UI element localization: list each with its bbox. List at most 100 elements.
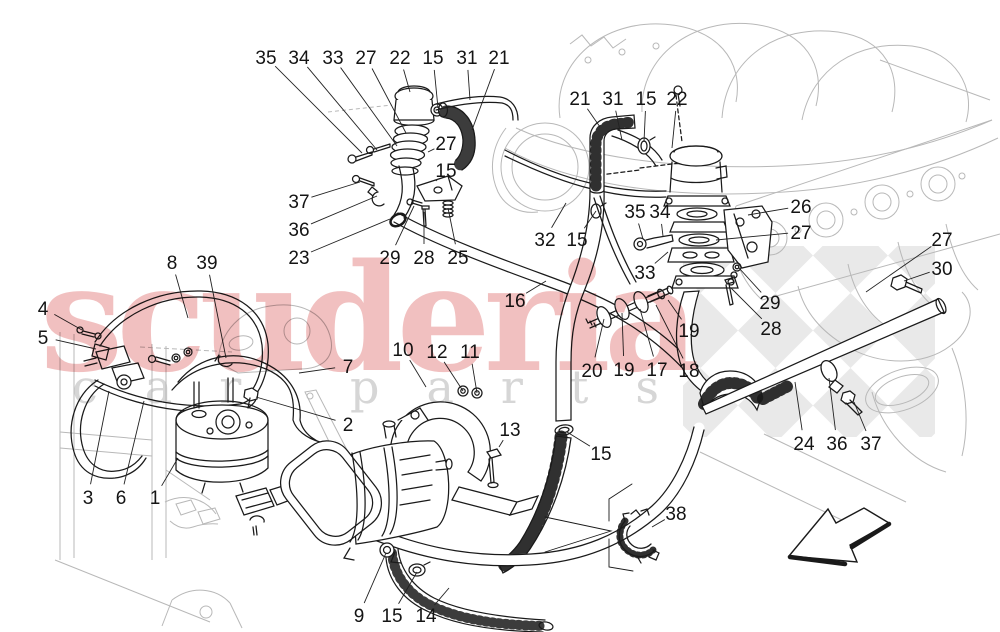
leader-line xyxy=(274,65,363,154)
leader-line xyxy=(525,280,547,294)
leader-line xyxy=(123,400,145,485)
callout-10: 10 xyxy=(392,340,413,361)
leader-line xyxy=(661,223,664,237)
leader-line xyxy=(471,363,478,394)
leader-line xyxy=(730,287,763,320)
leader-lines xyxy=(54,65,932,606)
callout-11: 11 xyxy=(460,342,480,363)
callout-6: 6 xyxy=(116,488,127,509)
watermark-sub-parts: parts xyxy=(350,360,706,414)
callout-20: 20 xyxy=(581,361,602,382)
leader-line xyxy=(583,210,597,229)
callout-25: 25 xyxy=(447,248,468,269)
callout-22: 22 xyxy=(389,48,410,69)
callout-27: 27 xyxy=(355,48,376,69)
leader-line xyxy=(175,274,189,319)
callout-15: 15 xyxy=(566,230,587,251)
callout-34: 34 xyxy=(288,48,310,69)
callout-17: 17 xyxy=(646,360,667,381)
callout-15: 15 xyxy=(422,48,443,69)
callout-30: 30 xyxy=(931,259,952,280)
callout-32: 32 xyxy=(534,230,555,251)
leader-line xyxy=(467,69,471,101)
leader-line xyxy=(54,313,83,331)
leader-line xyxy=(427,148,435,153)
callout-9: 9 xyxy=(354,606,365,627)
leader-line xyxy=(587,108,601,128)
leader-line xyxy=(566,431,591,447)
callout-1: 1 xyxy=(150,488,161,509)
callout-7: 7 xyxy=(343,357,354,378)
leader-line xyxy=(340,67,398,147)
leader-line xyxy=(434,587,450,606)
leader-line xyxy=(747,207,789,216)
leader-line xyxy=(409,359,427,388)
callout-5: 5 xyxy=(38,328,49,349)
leader-line xyxy=(853,401,867,432)
callout-3: 3 xyxy=(83,488,94,509)
leader-line xyxy=(307,66,378,151)
leader-line xyxy=(498,439,504,448)
leader-line xyxy=(655,304,684,359)
leader-line xyxy=(654,251,669,264)
callout-29: 29 xyxy=(759,293,780,314)
callout-34: 34 xyxy=(649,202,671,223)
callout-13: 13 xyxy=(499,420,520,441)
callout-19: 19 xyxy=(613,360,634,381)
leader-line xyxy=(311,181,361,198)
callout-28: 28 xyxy=(760,319,781,340)
callout-2: 2 xyxy=(343,415,354,436)
callout-37: 37 xyxy=(288,192,309,213)
callout-15: 15 xyxy=(635,89,656,110)
leader-line xyxy=(310,195,378,225)
callout-4: 4 xyxy=(38,299,49,320)
leader-line xyxy=(447,207,456,245)
callout-15: 15 xyxy=(381,606,402,627)
callout-18: 18 xyxy=(678,361,699,382)
parts-art xyxy=(70,85,947,632)
callout-23: 23 xyxy=(288,248,309,269)
leader-line xyxy=(55,339,97,350)
leader-line xyxy=(255,396,336,421)
leader-line xyxy=(671,110,677,149)
leader-line xyxy=(621,312,624,357)
callout-36: 36 xyxy=(826,434,847,455)
callout-15: 15 xyxy=(590,444,611,465)
leader-line xyxy=(903,271,930,282)
leader-line xyxy=(363,552,387,604)
callout-29: 29 xyxy=(379,248,400,269)
callout-22: 22 xyxy=(666,89,687,110)
leader-line xyxy=(865,246,932,293)
callout-28: 28 xyxy=(413,248,434,269)
callout-33: 33 xyxy=(634,263,655,284)
leader-line xyxy=(443,361,464,392)
leader-line xyxy=(651,519,665,528)
callout-38: 38 xyxy=(665,504,686,525)
leader-line xyxy=(643,110,646,143)
callout-27: 27 xyxy=(931,230,952,251)
callout-14: 14 xyxy=(415,606,437,627)
callout-35: 35 xyxy=(255,48,276,69)
leader-line xyxy=(371,68,407,134)
callout-15: 15 xyxy=(435,161,456,182)
callout-21: 21 xyxy=(569,89,590,110)
leader-line xyxy=(594,318,605,358)
engine-context-art xyxy=(54,22,1000,629)
callout-27: 27 xyxy=(790,223,811,244)
callout-31: 31 xyxy=(602,89,623,110)
leader-line xyxy=(90,390,110,485)
leader-line xyxy=(161,457,179,487)
leader-line xyxy=(638,223,644,240)
direction-arrow xyxy=(787,507,892,567)
leader-line xyxy=(395,205,415,246)
leader-line xyxy=(209,274,227,359)
leader-line xyxy=(738,267,762,293)
callout-8: 8 xyxy=(167,253,178,274)
callout-19: 19 xyxy=(678,321,699,342)
leader-line xyxy=(667,299,682,320)
callout-31: 31 xyxy=(456,48,477,69)
leader-line xyxy=(715,232,789,241)
